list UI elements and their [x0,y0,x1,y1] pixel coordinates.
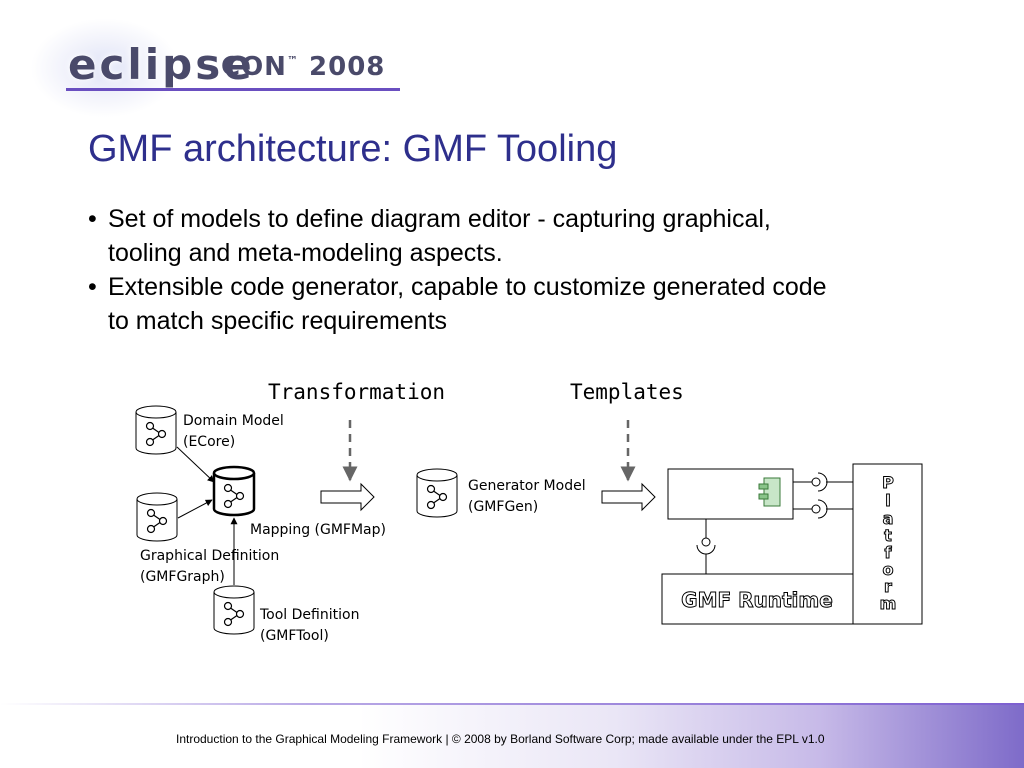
interface-lollipop [701,537,711,547]
platform-letter: a [883,509,894,528]
eclipsecon-logo: eclipse CON™ 2008 [30,18,400,118]
logo-con: CON [221,52,287,82]
graphical-definition-cylinder [136,492,178,542]
mapping-label: Mapping (GMFMap) [250,522,386,538]
graphical-definition-label: Graphical Definition [140,548,279,564]
bullet-item: • Set of models to define diagram editor… [88,202,948,270]
platform-label: P l a t f o r m [879,473,897,614]
interface-socket [817,499,828,519]
platform-letter: l [885,491,890,510]
bullet-line: Set of models to define diagram editor -… [108,205,771,233]
platform-letter: P [882,473,894,492]
component-icon [758,477,781,507]
platform-letter: r [884,577,892,596]
interface-socket [817,472,828,492]
logo-eclipse-text: eclipse [68,40,255,89]
gmf-runtime-label: GMF Runtime [681,588,833,612]
mapping-cylinder [212,465,256,517]
platform-letter: m [880,594,897,613]
logo-tm: ™ [286,54,299,67]
interface-connectors [696,472,853,574]
tool-definition-sublabel: (GMFTool) [260,628,329,644]
interface-lollipop [811,504,821,514]
bullet-list: • Set of models to define diagram editor… [88,202,948,338]
tool-definition-label: Tool Definition [259,607,359,623]
domain-model-label: Domain Model [183,413,284,429]
logo-underline [66,88,400,91]
platform-letter: f [885,543,893,562]
bullet-line: tooling and meta-modeling aspects. [108,239,503,267]
platform-letter: o [883,560,894,579]
domain-model-sublabel: (ECore) [183,434,235,450]
bullet-line: Extensible code generator, capable to cu… [108,273,827,301]
logo-glow [30,18,180,118]
generator-model-label: Generator Model [468,478,586,494]
domain-to-mapping-arrow [176,446,215,483]
graphical-definition-sublabel: (GMFGraph) [140,569,225,585]
templates-label: Templates [570,380,684,404]
interface-lollipop [811,477,821,487]
transformation-label: Transformation [268,380,445,404]
footer-band [0,703,1024,768]
logo-con-text: CON™ 2008 [221,52,385,82]
gmf-runtime-box [661,573,854,625]
footer-text: Introduction to the Graphical Modeling F… [176,732,825,746]
generator-model-cylinder [416,468,458,518]
graphical-to-mapping-arrow [177,499,213,519]
tool-definition-cylinder [213,585,255,635]
logo-year: 2008 [309,52,386,82]
slide-title: GMF architecture: GMF Tooling [88,128,618,170]
bullet-dot: • [88,205,97,233]
bullet-dot: • [88,273,97,301]
generator-model-sublabel: (GMFGen) [468,499,538,515]
domain-model-cylinder [135,405,177,455]
footer-divider [0,703,1024,705]
bullet-line: to match specific requirements [108,307,448,335]
transform-block-arrow [320,482,375,512]
bullet-item: • Extensible code generator, capable to … [88,270,948,338]
platform-letter: t [884,526,892,545]
platform-box [852,463,923,625]
generate-block-arrow [601,482,656,512]
